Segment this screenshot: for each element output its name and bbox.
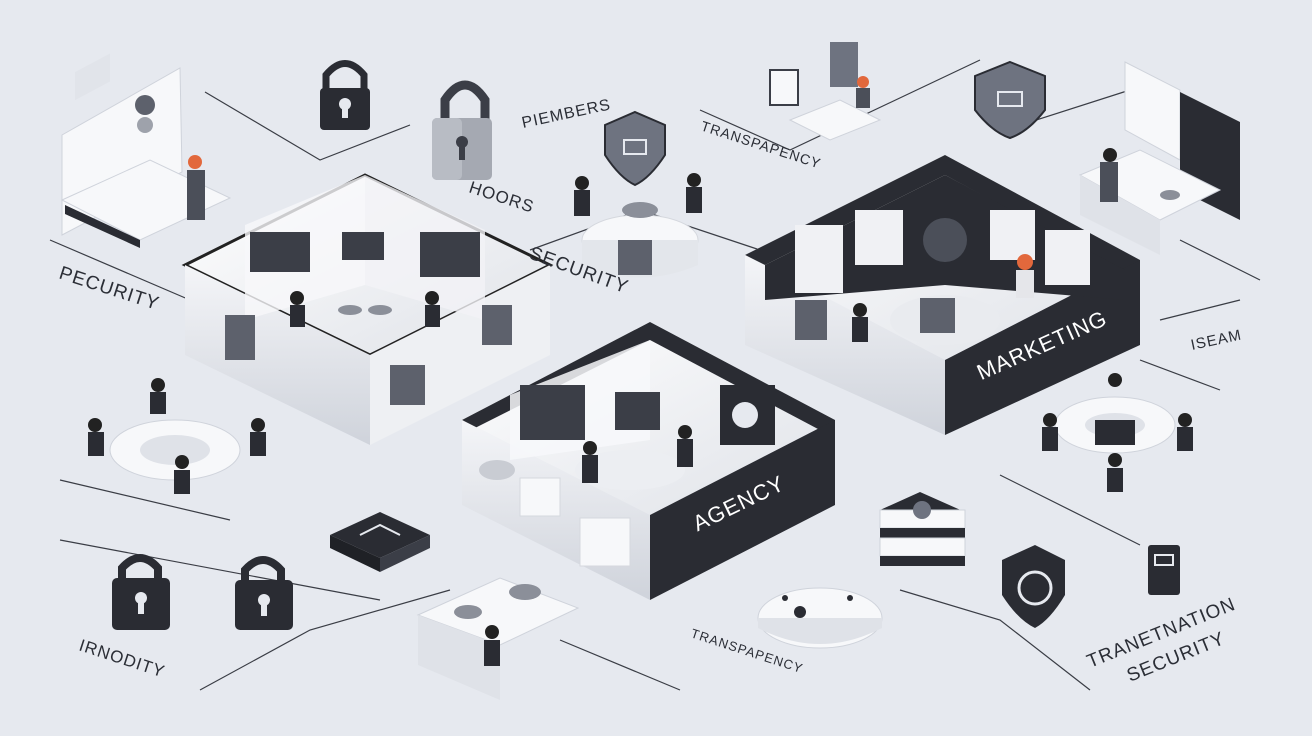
server-station (1078, 61, 1240, 255)
shield-icon (1002, 545, 1065, 628)
room-marketing: MARKETING (745, 155, 1140, 435)
shield-icon (974, 60, 1046, 140)
person-icon (290, 291, 304, 305)
label-iseam: ISEAM (1189, 327, 1243, 354)
monitor-icon (769, 69, 799, 106)
workstation-bottom (416, 577, 580, 700)
shield-icon (604, 110, 666, 187)
person-icon (1103, 148, 1117, 162)
person-icon (678, 425, 692, 439)
person-icon (1017, 254, 1033, 270)
person-icon (425, 291, 439, 305)
web-panel-top-left (60, 53, 232, 248)
connector-lines (49, 59, 1261, 691)
globe-icon (923, 218, 967, 262)
meeting-table-left (88, 378, 266, 494)
person-icon (485, 625, 499, 639)
chip-icon (330, 512, 430, 572)
person-icon (1178, 413, 1192, 427)
round-pad (757, 587, 883, 649)
padlock-icon (112, 554, 170, 630)
person-icon (575, 176, 589, 190)
person-icon (175, 455, 189, 469)
person-icon (1043, 413, 1057, 427)
room-agency: AGENCY (462, 322, 835, 600)
person-icon (853, 303, 867, 317)
padlock-icon (235, 556, 293, 630)
person-icon (88, 418, 102, 432)
person-icon (251, 418, 265, 432)
person-icon (188, 155, 202, 169)
monitor-icon (342, 232, 384, 260)
monitor-icon (830, 42, 858, 87)
monitor-icon (615, 392, 660, 430)
label-piembers: PIEMBERS (520, 96, 612, 131)
padlock-icon (432, 80, 492, 180)
label-doors: HOORS (467, 178, 537, 217)
workstation-top (769, 42, 882, 141)
person-icon (583, 441, 597, 455)
monitor-icon (250, 232, 310, 272)
marketing-wall (945, 260, 1140, 435)
label-irnodity: IRNODITY (77, 636, 168, 682)
avatar-icon (732, 402, 758, 428)
server-stack (879, 492, 966, 566)
agency-wall (650, 420, 835, 600)
label-security-left: PECURITY (56, 263, 161, 315)
person-icon (1108, 453, 1122, 467)
room-security-office (181, 173, 554, 445)
person-icon (857, 76, 869, 88)
person-icon (1108, 373, 1122, 387)
central-meeting-table (574, 173, 702, 278)
padlock-icon (320, 60, 370, 130)
person-icon (687, 173, 701, 187)
monitor-icon (520, 385, 585, 440)
device-icon (1148, 545, 1180, 595)
monitor-icon (420, 232, 480, 277)
person-icon (151, 378, 165, 392)
meeting-table-right (1042, 373, 1193, 492)
